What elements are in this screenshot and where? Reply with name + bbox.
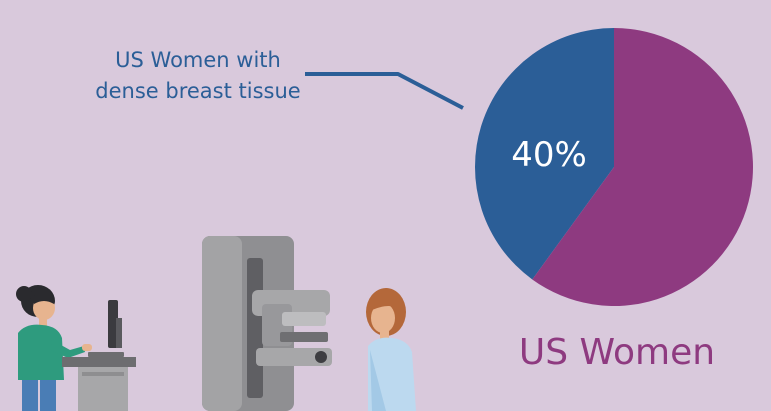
callout-label-line-1: US Women with	[115, 48, 281, 72]
callout-leader-line	[305, 72, 464, 110]
pie-slice-dense-tissue	[475, 28, 614, 280]
callout-label-line-2: dense breast tissue	[95, 79, 300, 103]
pie-slice-value-label: 40%	[511, 135, 587, 175]
workstation-illustration	[62, 300, 136, 411]
mammography-machine-illustration	[202, 236, 332, 411]
patient-illustration	[366, 288, 416, 411]
pie-slice-remaining	[532, 28, 754, 306]
technician-illustration	[16, 285, 92, 411]
chart-title: US Women	[519, 332, 715, 373]
pie-chart	[475, 28, 754, 306]
